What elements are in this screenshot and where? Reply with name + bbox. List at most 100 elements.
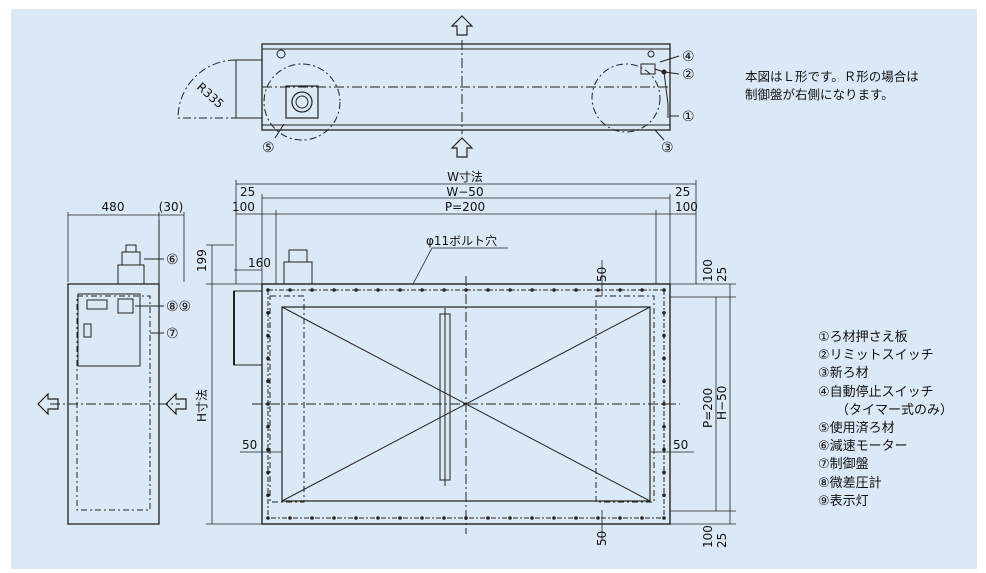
leader-5 [274, 123, 285, 139]
legend-item: ⑥減速モーター [818, 439, 908, 455]
bolt-hole [662, 470, 666, 475]
parts-legend: ①ろ材押さえ板 ②リミットスイッチ ③新ろ材 ④自動停止スイッチ （タイマー式の… [818, 329, 953, 511]
control-panel [77, 293, 141, 367]
leader-3 [654, 129, 665, 141]
bolt-hole [662, 288, 666, 292]
note-line-1: 本図はＬ形です。Ｒ形の場合は [745, 69, 919, 84]
bolt-hole [662, 447, 666, 452]
dim-w-label: W寸法 [447, 170, 483, 184]
airflow-arrow-left-icon [37, 392, 59, 416]
bolt-hole [574, 516, 578, 520]
leader-4 [659, 55, 680, 63]
bolt-hole [332, 288, 336, 292]
legend-item: ⑤使用済ろ材 [818, 421, 895, 437]
motor-cap [125, 244, 137, 253]
bolt-hole [640, 516, 644, 520]
motor-body [121, 251, 141, 266]
bolt-hole [376, 288, 380, 292]
limit-lever [663, 71, 669, 118]
marker-4: ④ [682, 49, 695, 65]
bolt-hole [266, 470, 270, 475]
dim-50-right-label: 50 [673, 438, 688, 452]
bolt-hole [662, 493, 666, 498]
radius-label: R335 [194, 80, 227, 111]
legend-item: ②リミットスイッチ [818, 348, 934, 364]
bolt-hole [266, 379, 270, 384]
bolt-hole [618, 288, 622, 292]
bolt-hole [398, 516, 402, 520]
dim-25-left-label: 25 [240, 185, 255, 199]
marker-2: ② [682, 67, 695, 83]
panel-switch [83, 323, 92, 338]
leader-2 [664, 71, 680, 75]
front-motor-body [288, 249, 308, 263]
dim-p200-label: P=200 [445, 200, 485, 214]
roll-core-box [285, 85, 319, 119]
bolt-hole [288, 288, 292, 292]
motor-housing [235, 59, 263, 119]
bolt-hole [618, 516, 622, 520]
bolt-hole [266, 402, 270, 406]
dim-25-bottom-label: 25 [715, 533, 729, 548]
note-line-2: 制御盤が右側になります。 [745, 87, 894, 102]
legend-item: ④自動停止スイッチ [818, 384, 934, 400]
dim-199-label: 199 [195, 249, 209, 272]
bolt-hole [508, 288, 512, 292]
bolt-hole [530, 288, 534, 292]
bolt-hole [354, 516, 358, 520]
airflow-arrow-up-icon [450, 15, 474, 36]
bolt-hole [464, 516, 468, 520]
bolt-hole [574, 288, 578, 292]
bolt-hole [552, 516, 556, 520]
legend-item: ⑨表示灯 [818, 493, 869, 509]
marker-6: ⑥ [166, 252, 179, 268]
bolt-hole [596, 288, 600, 292]
side-media-outline [76, 295, 151, 511]
indicator-lamp [117, 298, 134, 314]
bolt-hole [662, 333, 666, 338]
bolt-hole [442, 288, 446, 292]
dim-30-label: (30) [159, 200, 184, 214]
bolt-hole [266, 333, 270, 338]
bolt-hole [486, 288, 490, 292]
bolt-hole [266, 288, 270, 292]
dim-50-bottom-label: 50 [595, 531, 609, 546]
marker-1: ① [682, 109, 695, 125]
bolt-hole [266, 311, 270, 315]
drawing-background [11, 9, 977, 569]
bolt-hole [332, 516, 336, 520]
bolt-hole [662, 516, 666, 520]
bolt-hole [310, 288, 314, 292]
dim-25-top-label: 25 [715, 267, 729, 282]
front-control-panel [233, 290, 263, 366]
bolt-hole [442, 516, 446, 520]
bolt-hole [486, 516, 490, 520]
marker-3: ③ [661, 140, 674, 156]
airflow-arrow-left-inlet-icon [165, 392, 187, 416]
bolt-hole [266, 447, 270, 452]
marker-89: ⑧⑨ [166, 299, 191, 315]
front-view [233, 180, 736, 540]
legend-item: ③新ろ材 [818, 366, 869, 382]
bolt-hole [266, 356, 270, 361]
bolt-hole [288, 516, 292, 520]
pressure-gauge [86, 299, 108, 310]
front-motor-base [283, 261, 313, 285]
legend-item: ⑦制御盤 [818, 457, 869, 473]
bolt-hole [640, 288, 644, 292]
bolt-hole [266, 425, 270, 429]
dim-50-left-label: 50 [242, 438, 257, 452]
radius-arc [177, 59, 237, 119]
bolt-hole-label: φ11ボルト穴 [426, 233, 497, 248]
bolt-hole [596, 516, 600, 520]
dim-100-left-label: 100 [232, 200, 255, 214]
motor-base [117, 264, 145, 285]
top-bolt [276, 49, 286, 59]
roll-core-inner [295, 95, 309, 109]
bolt-hole [266, 516, 270, 520]
new-media-roll [591, 63, 661, 133]
legend-item: ⑧微差圧計 [818, 475, 882, 491]
bolt-hole [662, 379, 666, 384]
roll-core [291, 91, 313, 113]
